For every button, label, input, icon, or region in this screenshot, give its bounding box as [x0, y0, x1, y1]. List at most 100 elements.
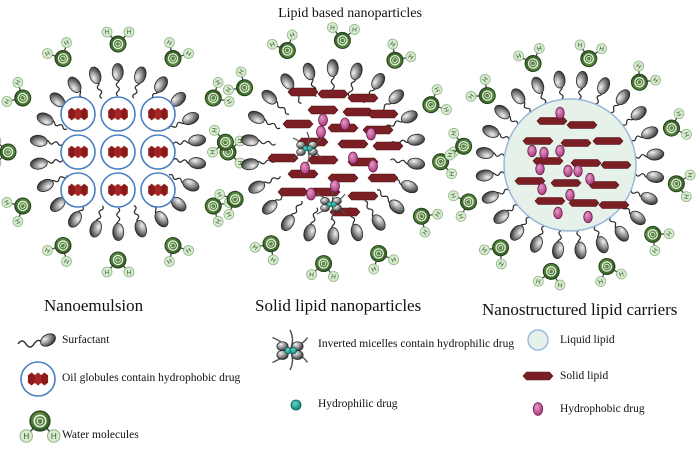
hydrogen-atom — [286, 29, 298, 41]
hydrogen-atom — [368, 263, 380, 275]
surfactant-head — [134, 66, 147, 84]
surfactant-head — [595, 236, 609, 254]
oxygen-ring — [601, 261, 613, 272]
hydrogen-symbol: H — [224, 211, 232, 218]
surfactant-head — [614, 225, 629, 242]
hydrogen-symbol: H — [598, 278, 605, 286]
hydrogen-symbol: H — [166, 258, 174, 267]
hydrogen-symbol: H — [456, 213, 464, 220]
nanoemulsion-label: Nanoemulsion — [44, 296, 144, 315]
water-molecule: HHO — [204, 77, 235, 107]
hydrogen-atom — [432, 208, 444, 220]
oil-drug-hexagon — [108, 107, 116, 121]
oxygen-ring — [671, 178, 682, 190]
hydrogen-atom — [123, 26, 135, 38]
hydrogen-symbol: H — [618, 271, 625, 279]
oil-globule — [100, 134, 136, 170]
surfactant-tail — [255, 139, 276, 146]
oxygen-symbol: O — [672, 180, 682, 187]
surfactant-head — [511, 88, 526, 105]
surfactant — [385, 110, 418, 128]
hydrogen-atom — [684, 169, 696, 181]
legend-solid-lipid-label: Solid lipid — [560, 370, 609, 382]
hydrogen-atom — [266, 38, 278, 50]
solid-lipid-crystal — [367, 109, 399, 119]
surfactant-head — [280, 214, 295, 231]
hydrogen-symbol: H — [687, 172, 695, 178]
solid-lipid-crystal — [534, 197, 566, 205]
hydrophobic-drug-particle — [573, 164, 583, 178]
water-molecule: HHO — [444, 127, 473, 161]
oxygen-symbol: O — [585, 54, 592, 64]
surfactant-head — [407, 133, 425, 146]
oxygen-symbol: O — [239, 83, 250, 93]
oxygen-atom — [333, 31, 351, 49]
oxygen-ring — [17, 200, 28, 212]
surfactant — [248, 110, 281, 130]
surfactant — [303, 207, 319, 242]
solid-lipid-crystal — [598, 201, 630, 209]
inverted-micelle — [292, 131, 322, 165]
surfactant-head — [182, 178, 200, 192]
water-molecule: HHO — [368, 245, 400, 275]
surfactant-head — [326, 59, 339, 77]
oxygen-ring — [57, 53, 69, 64]
hydrogen-symbol: H — [185, 247, 193, 256]
hydrogen-symbol: H — [105, 269, 110, 276]
oxygen-ring — [229, 194, 241, 205]
hydrogen-symbol: H — [390, 256, 397, 264]
surfactant — [280, 73, 302, 104]
hydrogen-symbol: H — [466, 92, 475, 100]
oil-drug-hexagon — [68, 183, 76, 197]
hydrogen-symbol: H — [651, 247, 660, 255]
oxygen-ring — [17, 92, 28, 104]
oil-drug-pair — [148, 107, 168, 121]
hydrogen-atom — [0, 157, 2, 169]
oil-drug-pair — [68, 145, 88, 159]
hydrogen-atom — [649, 245, 661, 256]
oxygen-ring — [282, 45, 293, 56]
surfactant-head — [401, 180, 418, 194]
surfactant-head — [388, 89, 405, 105]
oxygen-ring — [495, 242, 506, 253]
hydrogen-symbol: H — [434, 210, 443, 218]
oil-drug-hexagon — [148, 107, 156, 121]
oxygen-atom — [422, 96, 440, 114]
oxygen-atom — [226, 190, 244, 208]
solid-lipid-crystal — [600, 161, 632, 169]
surfactant-tail — [168, 173, 186, 184]
water-molecule: HHO — [432, 146, 459, 180]
surfactant-head — [182, 112, 200, 126]
oxygen-atom — [54, 237, 72, 255]
oxygen-atom — [216, 133, 234, 151]
hydrogen-symbol: H — [208, 149, 215, 155]
oil-drug-hexagon — [68, 145, 76, 159]
hydrogen-symbol: H — [480, 75, 489, 83]
oxygen-ring — [527, 58, 539, 69]
oil-drug-hexagon — [74, 107, 82, 121]
surfactant — [133, 205, 147, 238]
hydrogen-atom — [633, 60, 645, 72]
hydrogen-atom — [61, 37, 72, 48]
hydrogen-symbol: H — [251, 244, 259, 253]
surfactant-icon — [17, 333, 56, 348]
surfactant-tail — [133, 205, 140, 224]
surfactant-tail — [290, 200, 303, 218]
water-molecule: HHO — [513, 43, 545, 73]
surfactant — [248, 176, 281, 194]
hydrogen-atom — [388, 254, 400, 266]
surfactant-icon-tail — [17, 339, 43, 348]
solid-lipid-crystal — [566, 121, 598, 129]
hydrogen-symbol: H — [652, 75, 660, 84]
oxygen-symbol: O — [208, 93, 219, 103]
hydrogen-atom — [222, 84, 234, 96]
oil-drug-hexagon — [120, 183, 128, 197]
hydrogen-symbol: H — [480, 246, 488, 255]
oil-drug-hexagon — [154, 107, 162, 121]
water-molecule: HHO — [595, 257, 627, 287]
hydrogen-atom — [183, 245, 194, 256]
surfactant — [112, 207, 125, 241]
